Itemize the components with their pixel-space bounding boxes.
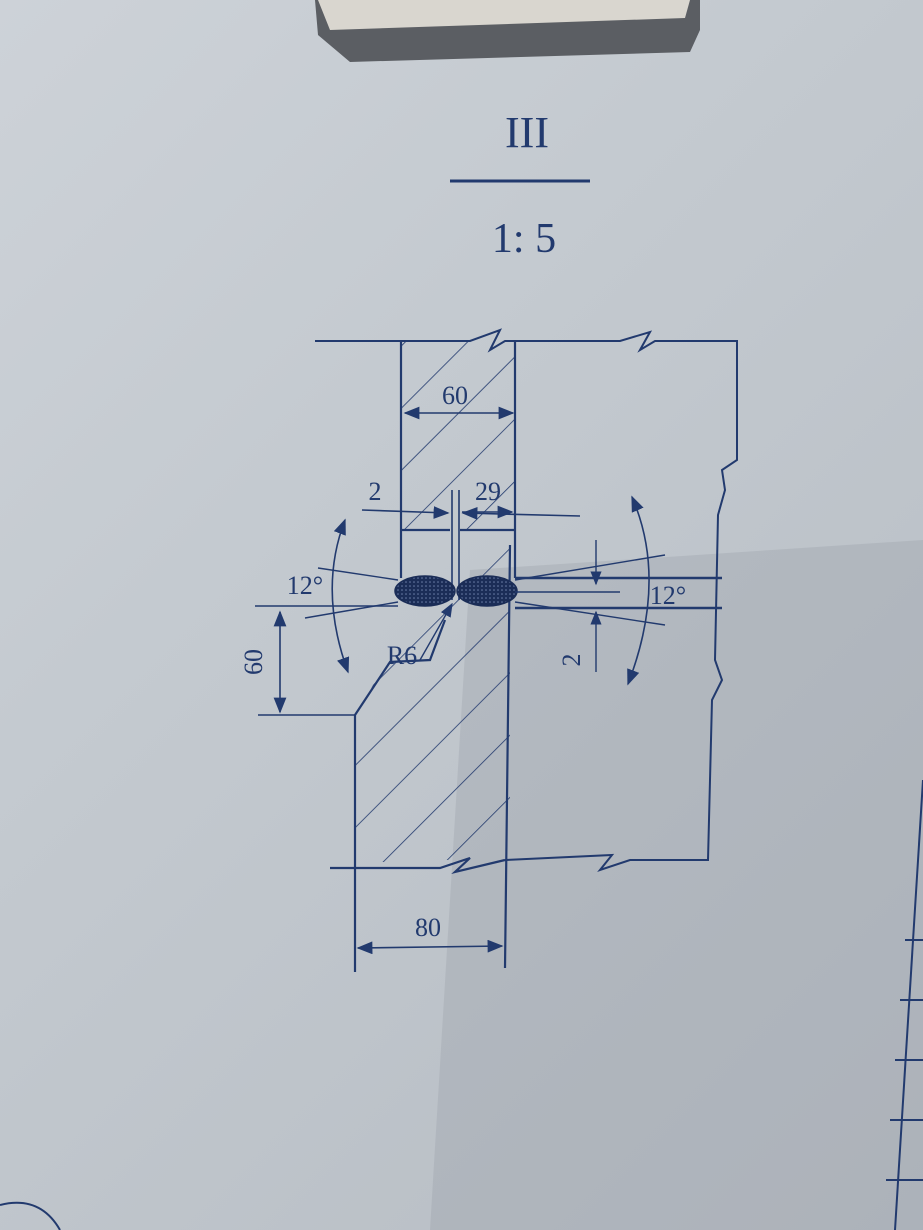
dim-60-top: 60 <box>442 381 468 410</box>
dim-angle-right: 12° 2 <box>514 495 722 686</box>
dim-29: 29 <box>475 477 501 506</box>
dim-80: 80 <box>415 913 441 942</box>
angle-12-right: 12° <box>650 581 686 610</box>
angle-12-left: 12° <box>287 571 323 600</box>
shadow-area <box>430 540 923 1230</box>
scale-label: 1: 5 <box>492 216 556 262</box>
lower-plate <box>330 544 512 972</box>
radius-r6: R6 <box>387 641 417 670</box>
dim-2-root: 2 <box>557 654 586 667</box>
dim-60-left: 60 <box>239 649 268 675</box>
right-plate-outline <box>504 330 738 873</box>
dim-base-width: 80 <box>356 913 504 955</box>
upper-plate <box>315 328 517 578</box>
dim-radius: R6 <box>387 602 453 670</box>
root-gap-lines <box>451 490 460 600</box>
dim-bevel-height: 60 <box>239 610 355 716</box>
top-object <box>315 0 700 62</box>
weld-beads <box>394 575 518 607</box>
view-label: III <box>505 108 549 157</box>
stamp-edge <box>0 1201 61 1230</box>
dim-gap: 2 29 <box>361 477 581 520</box>
dim-plate-width: 60 <box>403 381 515 420</box>
dim-angle-left: 12° <box>255 518 399 674</box>
dim-2-gap: 2 <box>369 477 382 506</box>
title-block-edge <box>886 779 923 1230</box>
